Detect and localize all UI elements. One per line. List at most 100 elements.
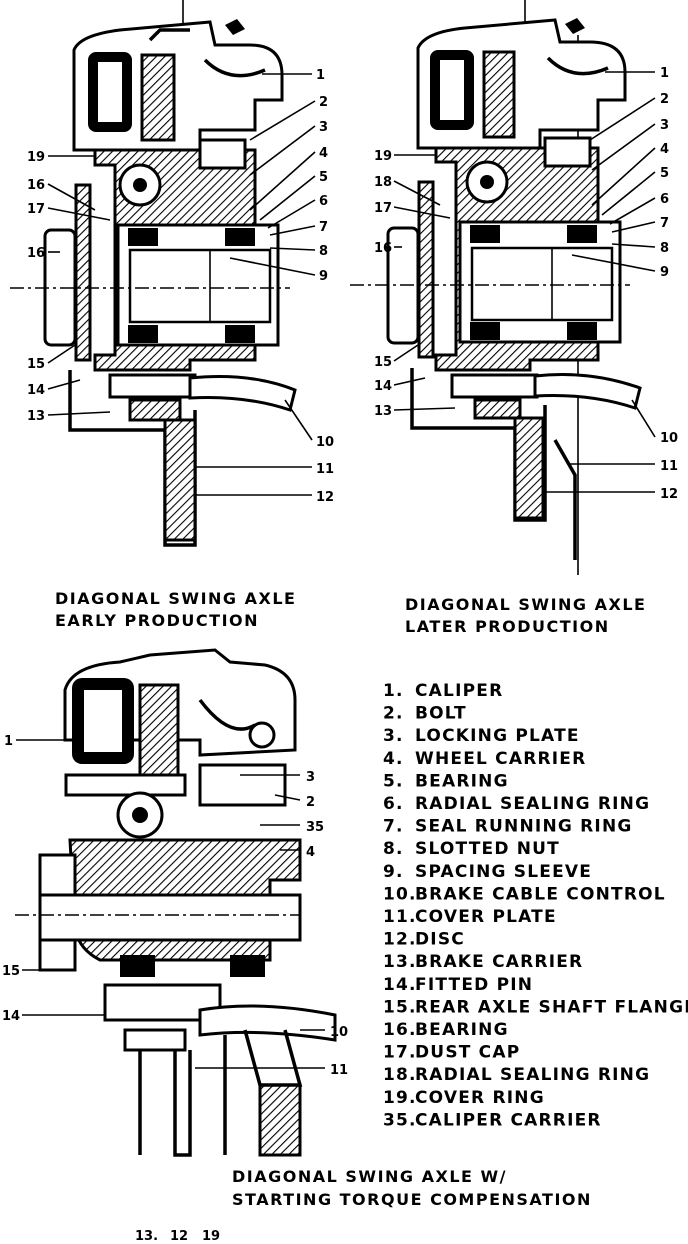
svg-text:11: 11 (660, 459, 678, 474)
svg-text:4: 4 (319, 146, 328, 161)
legend-label: CALIPER (415, 681, 503, 701)
svg-text:18: 18 (374, 175, 392, 190)
caliper-shape-2 (416, 18, 627, 150)
legend-label: BRAKE CARRIER (415, 952, 583, 972)
early-title-line1: DIAGONAL SWING AXLE (55, 589, 296, 608)
early-title-line2: EARLY PRODUCTION (55, 611, 259, 630)
svg-text:4: 4 (660, 142, 669, 157)
svg-text:16: 16 (374, 241, 392, 256)
legend-label: DISC (415, 930, 465, 950)
svg-text:6: 6 (319, 194, 328, 209)
caliper-shape (72, 19, 284, 152)
legend-number: 14. (383, 975, 417, 995)
callouts-early: 1 2 3 4 5 6 7 8 9 10 11 12 13 14 (27, 68, 334, 505)
svg-text:15: 15 (374, 355, 392, 370)
svg-text:8: 8 (319, 244, 328, 259)
legend-number: 8. (383, 839, 404, 859)
svg-text:35: 35 (306, 820, 324, 835)
svg-text:2: 2 (319, 95, 328, 110)
legend-label: BRAKE CABLE CONTROL (415, 884, 666, 904)
legend-number: 9. (383, 862, 404, 882)
later-title-line1: DIAGONAL SWING AXLE (405, 595, 646, 614)
later-title-line2: LATER PRODUCTION (405, 617, 610, 636)
legend-number: 11. (383, 907, 417, 927)
legend-number: 3. (383, 726, 404, 746)
legend-label: RADIAL SEALING RING (415, 794, 650, 814)
svg-text:6: 6 (660, 192, 669, 207)
legend-number: 6. (383, 794, 404, 814)
legend-number: 7. (383, 817, 404, 837)
svg-text:14: 14 (374, 379, 392, 394)
svg-text:2: 2 (660, 92, 669, 107)
svg-text:5: 5 (660, 166, 669, 181)
legend-label: REAR AXLE SHAFT FLANGE (415, 997, 688, 1017)
callouts-later: 1 2 3 4 5 6 7 8 9 10 11 12 13 14 (374, 66, 678, 502)
svg-text:1: 1 (4, 734, 13, 749)
legend-label: BEARING (415, 771, 509, 791)
legend-label: SEAL RUNNING RING (415, 817, 633, 837)
legend-label: BOLT (415, 704, 467, 724)
svg-text:1: 1 (316, 68, 325, 83)
legend-number: 1. (383, 681, 404, 701)
svg-text:14: 14 (27, 383, 45, 398)
legend-number: 15. (383, 997, 417, 1017)
svg-text:9: 9 (319, 269, 328, 284)
caliper-shape-3 (63, 648, 297, 777)
legend-label: SLOTTED NUT (415, 839, 560, 859)
legend-number: 17. (383, 1043, 417, 1063)
svg-text:3: 3 (319, 120, 328, 135)
svg-text:15: 15 (27, 357, 45, 372)
legend-label: RADIAL SEALING RING (415, 1065, 650, 1085)
svg-text:10: 10 (316, 435, 334, 450)
diagram-later-production: 1 2 3 4 5 6 7 8 9 10 11 12 13 14 (350, 0, 678, 636)
svg-text:4: 4 (306, 845, 315, 860)
svg-text:19: 19 (27, 150, 45, 165)
legend-label: COVER PLATE (415, 907, 557, 927)
legend-number: 12. (383, 930, 417, 950)
legend-number: 5. (383, 771, 404, 791)
svg-text:16: 16 (27, 246, 45, 261)
svg-text:12: 12 (316, 490, 334, 505)
svg-text:17: 17 (374, 201, 392, 216)
torque-title-line1: DIAGONAL SWING AXLE W/ (232, 1167, 507, 1186)
svg-text:1: 1 (660, 66, 669, 81)
svg-text:16: 16 (27, 178, 45, 193)
svg-text:10: 10 (330, 1025, 348, 1040)
legend-label: COVER RING (415, 1088, 545, 1108)
legend-number: 10. (383, 884, 417, 904)
svg-text:14: 14 (2, 1009, 20, 1024)
legend-number: 2. (383, 704, 404, 724)
legend-label: SPACING SLEEVE (415, 862, 592, 882)
svg-text:2: 2 (306, 795, 315, 810)
diagram-early-production: 1 2 3 4 5 6 7 8 9 10 11 12 13 14 (10, 0, 334, 630)
svg-text:10: 10 (660, 431, 678, 446)
svg-text:19: 19 (374, 149, 392, 164)
legend-label: DUST CAP (415, 1043, 520, 1063)
svg-text:3: 3 (660, 118, 669, 133)
legend-number: 13. (383, 952, 417, 972)
svg-text:15: 15 (2, 964, 20, 979)
svg-text:19: 19 (202, 1229, 220, 1244)
svg-text:12: 12 (170, 1229, 188, 1244)
callouts-torque: 1 3 2 35 4 15 14 10 11 13. 12 19 (2, 734, 348, 1244)
svg-text:13: 13 (374, 404, 392, 419)
svg-text:5: 5 (319, 170, 328, 185)
svg-text:7: 7 (660, 216, 669, 231)
legend-number: 19. (383, 1088, 417, 1108)
svg-text:13: 13 (27, 409, 45, 424)
svg-text:11: 11 (330, 1063, 348, 1078)
legend-label: BEARING (415, 1020, 509, 1040)
legend-label: WHEEL CARRIER (415, 749, 586, 769)
svg-text:17: 17 (27, 202, 45, 217)
diagram-torque-compensation: 1 3 2 35 4 15 14 10 11 13. 12 19 DIAGONA… (2, 648, 592, 1244)
legend-number: 18. (383, 1065, 417, 1085)
svg-text:11: 11 (316, 462, 334, 477)
svg-text:12: 12 (660, 487, 678, 502)
svg-text:8: 8 (660, 241, 669, 256)
legend-label: LOCKING PLATE (415, 726, 580, 746)
legend-label: CALIPER CARRIER (415, 1110, 602, 1130)
torque-title-line2: STARTING TORQUE COMPENSATION (232, 1190, 592, 1209)
